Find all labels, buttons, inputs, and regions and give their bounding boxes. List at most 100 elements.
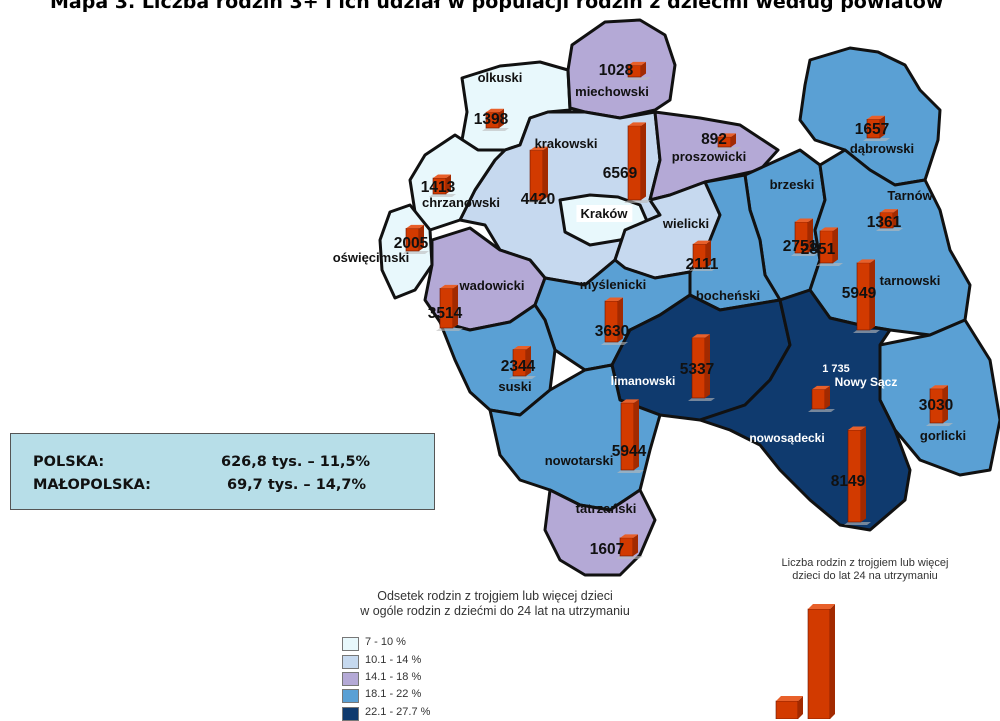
district-label-chrzanowski: chrzanowski xyxy=(422,195,500,210)
district-value-olkuski: 1398 xyxy=(474,111,509,128)
legend-title-line1: Odsetek rodzin z trojgiem lub więcej dzi… xyxy=(377,589,613,603)
bar-krakowski xyxy=(624,122,651,203)
bar-olkuski xyxy=(482,108,509,131)
bar-dabrowski xyxy=(863,115,890,141)
district-label-tarnowski: tarnowski xyxy=(880,273,941,288)
legend-label: 14.1 - 18 % xyxy=(365,671,422,683)
district-value-nowy-sacz: 1 735 xyxy=(822,363,850,375)
district-miechowski xyxy=(566,18,677,120)
summary-value-poland: 626,8 tys. – 11,5% xyxy=(221,454,371,470)
bar-proszowicki xyxy=(714,133,741,150)
district-value-wielicki: 2111 xyxy=(686,256,719,273)
legend-label: 22.1 - 27.7 % xyxy=(365,706,431,718)
district-value-myslenicki: 3630 xyxy=(595,323,629,340)
district-value-nowosadecki: 8149 xyxy=(831,473,866,490)
district-label-olkuski: olkuski xyxy=(478,70,523,85)
district-label-bochenski: bocheński xyxy=(696,288,760,303)
map-title: Mapa 3. Liczba rodzin 3+ i ich udział w … xyxy=(50,0,944,13)
district-label-oswiecimski: oświęcimski xyxy=(333,250,410,265)
district-label-krakowski: krakowski xyxy=(535,136,598,151)
district-value-krakowski: 6569 xyxy=(603,165,638,182)
district-labels: olkuski miechowski krakowski proszowicki dąb… xyxy=(333,70,966,516)
bar-miechowski xyxy=(624,61,651,80)
bar-limanowski xyxy=(688,334,715,401)
bar-myslenicki xyxy=(601,297,628,345)
district-value-chrzanowski: 1413 xyxy=(421,179,456,196)
legend-swatch xyxy=(342,655,359,669)
district-label-dabrowski: dąbrowski xyxy=(850,141,914,156)
bar-tarnow xyxy=(876,209,903,231)
bar-tatrzanski xyxy=(616,534,643,559)
district-suski xyxy=(438,303,557,417)
district-label-nowosadecki: nowosądecki xyxy=(749,431,824,445)
legend-bar-small xyxy=(775,696,803,719)
legend-swatch xyxy=(342,637,359,651)
district-value-bochenski: 2851 xyxy=(801,241,836,258)
bar-wielicki xyxy=(689,240,716,271)
district-label-myslenicki: myślenicki xyxy=(580,277,647,292)
legend-swatch xyxy=(342,672,359,686)
district-chrzanowski xyxy=(408,133,507,232)
district-value-gorlicki: 3030 xyxy=(919,397,953,414)
district-value-brzeski: 2751 xyxy=(783,238,818,255)
district-values: 1398 1028 6569 892 1657 1413 4420 2751 1361 2005 2… xyxy=(394,62,953,558)
district-label-gorlicki: gorlicki xyxy=(920,428,966,443)
district-label-tatrzanski: tatrzański xyxy=(576,501,637,516)
bar-bochenski xyxy=(816,227,843,266)
district-value-nowotarski: 5944 xyxy=(612,443,647,460)
bar-legend-bars xyxy=(775,604,835,719)
district-label-nowotarski: nowotarski xyxy=(545,453,614,468)
bar-wadowicki xyxy=(436,284,463,331)
district-value-limanowski: 5337 xyxy=(680,361,714,378)
district-regions xyxy=(378,18,1000,577)
bar-suski xyxy=(509,346,536,379)
summary-label-poland: POLSKA: xyxy=(33,454,105,470)
district-nowotarski xyxy=(488,363,662,512)
bar-brzeski xyxy=(791,218,818,256)
district-value-miechowski: 1028 xyxy=(599,62,634,79)
district-label-nowy-sacz: Nowy Sącz xyxy=(835,375,898,389)
bar-legend-title-line2: dzieci do lat 24 na utrzymaniu xyxy=(792,570,938,582)
district-label-tarnow: Tarnów xyxy=(887,188,933,203)
bar-tarnowski xyxy=(853,259,880,333)
district-label-limanowski: limanowski xyxy=(611,374,676,388)
legend-label: 10.1 - 14 % xyxy=(365,654,422,666)
district-value-dabrowski: 1657 xyxy=(855,121,889,138)
summary-value-malopolska: 69,7 tys. – 14,7% xyxy=(227,477,366,493)
district-label-miechowski: miechowski xyxy=(575,84,649,99)
legend-swatch xyxy=(342,689,359,703)
bar-legend-title: Liczba rodzin z trojgiem lub więcej dzie… xyxy=(750,557,980,583)
district-value-suski: 2344 xyxy=(501,358,536,375)
district-label-suski: suski xyxy=(498,379,531,394)
district-value-wadowicki: 3514 xyxy=(428,305,463,322)
district-value-oswiecimski: 2005 xyxy=(394,235,429,252)
district-label-wielicki: wielicki xyxy=(662,216,709,231)
summary-label-malopolska: MAŁOPOLSKA: xyxy=(33,477,151,493)
bar-legend-title-line1: Liczba rodzin z trojgiem lub więcej xyxy=(781,557,949,569)
summary-box: POLSKA: 626,8 tys. – 11,5% MAŁOPOLSKA: 6… xyxy=(10,433,435,510)
district-value-krakow: 4420 xyxy=(521,191,555,208)
district-label-krakow: Kraków xyxy=(581,206,629,221)
legend-title-line2: w ogóle rodzin z dziećmi do 24 lat na ut… xyxy=(360,604,630,618)
legend-label: 7 - 10 % xyxy=(365,636,406,648)
legend-title: Odsetek rodzin z trojgiem lub więcej dzi… xyxy=(330,589,660,619)
legend-label: 18.1 - 22 % xyxy=(365,688,422,700)
bar-krakow xyxy=(526,146,553,203)
district-label-proszowicki: proszowicki xyxy=(672,149,746,164)
bar-gorlicki xyxy=(926,385,953,426)
bar-oswiecimski xyxy=(402,224,429,254)
district-bars xyxy=(402,61,953,559)
district-label-wadowicki: wadowicki xyxy=(458,278,524,293)
bar-nowy-sacz xyxy=(808,385,835,412)
bar-nowosadecki xyxy=(844,426,871,525)
bar-nowotarski xyxy=(617,399,644,473)
district-value-tatrzanski: 1607 xyxy=(590,541,624,558)
district-value-tarnowski: 5949 xyxy=(842,285,877,302)
district-value-tarnow: 1361 xyxy=(867,214,902,231)
bar-chrzanowski xyxy=(429,174,456,197)
krakow-label-box xyxy=(576,205,633,222)
district-value-proszowicki: 892 xyxy=(701,131,727,148)
legend-bar-large xyxy=(807,604,835,719)
district-label-brzeski: brzeski xyxy=(770,177,815,192)
